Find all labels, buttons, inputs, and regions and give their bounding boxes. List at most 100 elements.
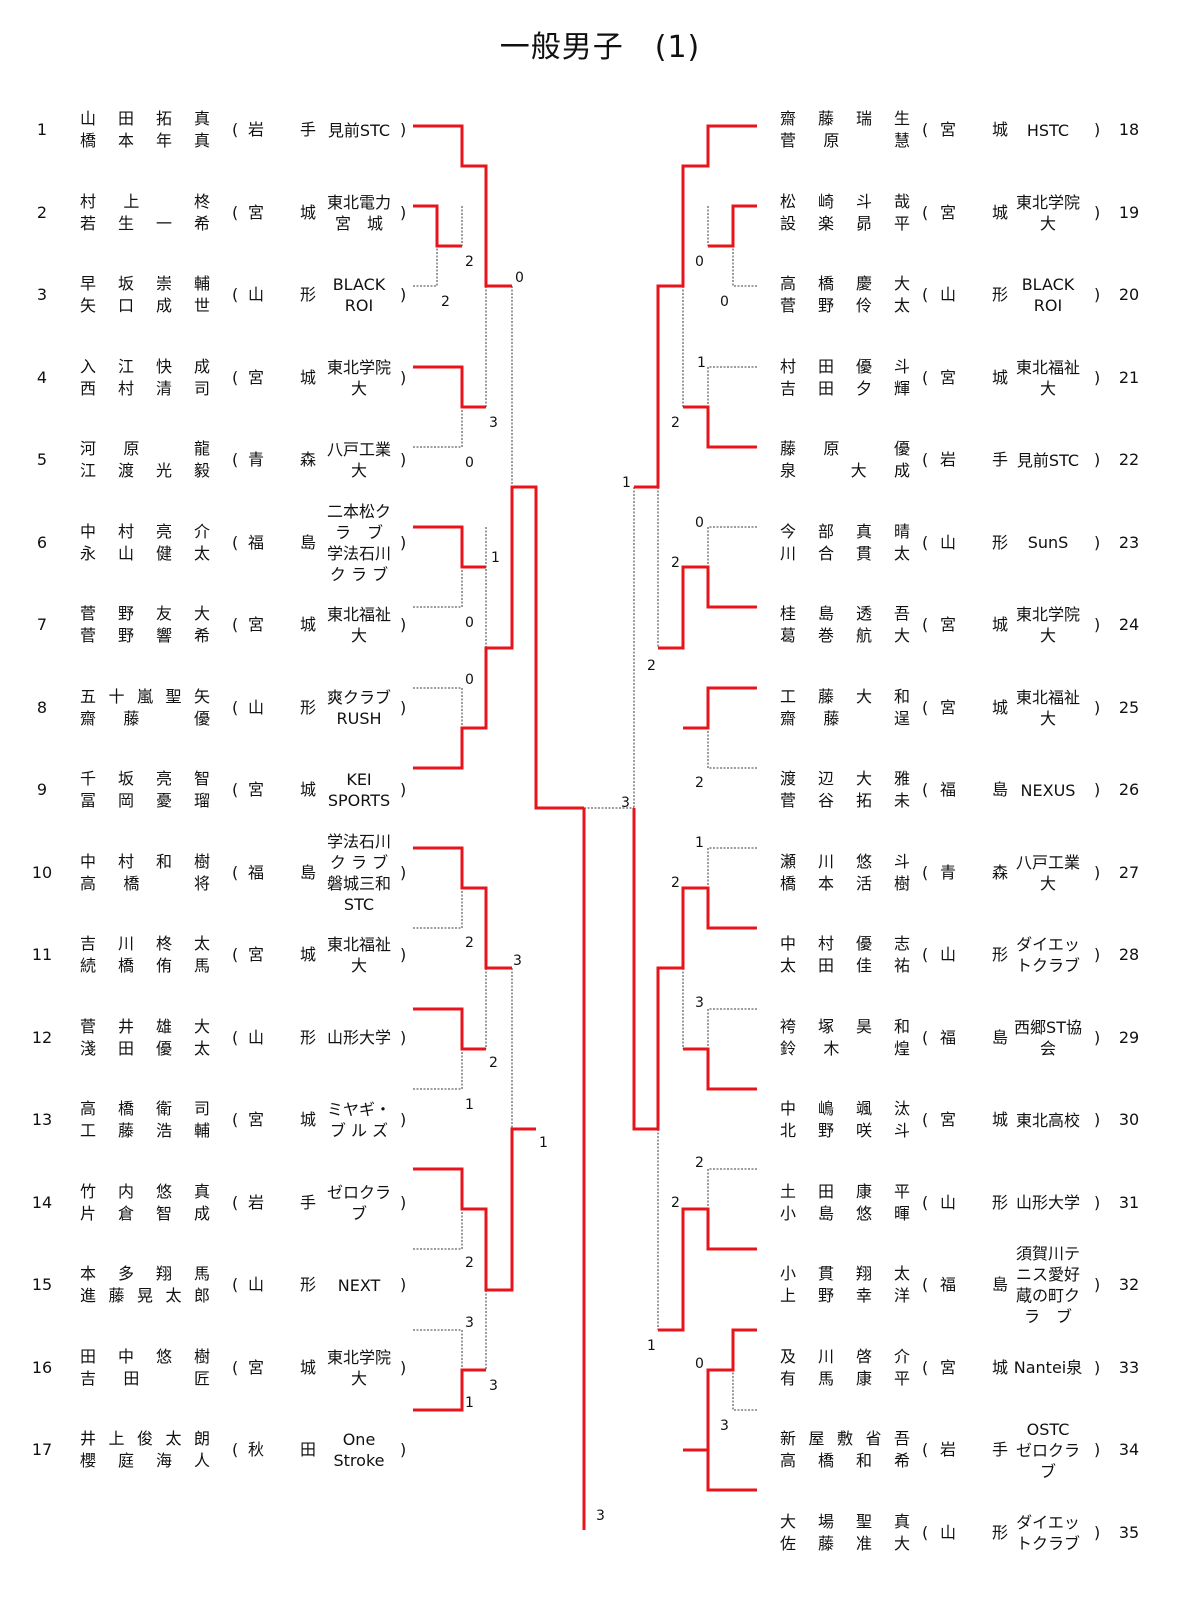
open-paren: ( xyxy=(232,1110,239,1129)
prefecture: 山形 xyxy=(940,1192,1008,1212)
loser-line xyxy=(732,1370,757,1411)
close-paren: ) xyxy=(1094,1522,1101,1542)
entry-number: 22 xyxy=(1118,450,1140,469)
player-name: 瀬川悠斗 xyxy=(780,851,910,871)
club-name-line: 大 xyxy=(350,461,367,480)
club-name: HSTC xyxy=(1000,120,1096,141)
club-name-line: 東北高校 xyxy=(1015,1110,1080,1130)
prefecture: 宮城 xyxy=(940,1357,1008,1377)
open-paren: ( xyxy=(922,1275,929,1294)
club-name-line: Nantei泉 xyxy=(1013,1358,1083,1377)
close-paren: ) xyxy=(400,1110,407,1129)
entry-number: 10 xyxy=(31,862,53,882)
close-paren: ) xyxy=(400,862,407,882)
player-name: 上野幸洋 xyxy=(780,1286,910,1305)
club-name: 東北電力宮 城 xyxy=(311,192,407,234)
close-paren: ) xyxy=(400,780,407,799)
prefecture: 山形 xyxy=(940,285,1008,304)
prefecture: 福島 xyxy=(248,862,316,882)
club-name-line: 東北福祉 xyxy=(326,935,391,954)
score-label: 0 xyxy=(465,455,474,471)
club-name-line: 東北電力 xyxy=(326,192,391,212)
score-label: 1 xyxy=(622,475,631,491)
open-paren: ( xyxy=(922,1357,929,1377)
prefecture: 宮城 xyxy=(248,1110,316,1129)
club-name: ダイエットクラブ xyxy=(1000,934,1096,976)
prefecture: 岩手 xyxy=(248,1192,316,1212)
club-name-line: 大 xyxy=(1039,626,1056,645)
close-paren: ) xyxy=(1094,1192,1101,1212)
loser-line xyxy=(707,847,757,888)
club-name: SunS xyxy=(1000,532,1096,553)
score-label: 1 xyxy=(491,550,500,566)
prefecture: 岩手 xyxy=(940,450,1008,469)
entry-number: 35 xyxy=(1118,1522,1140,1542)
prefecture: 山形 xyxy=(248,285,316,304)
entry-number: 3 xyxy=(36,285,48,304)
loser-line xyxy=(707,1008,757,1049)
winner-line xyxy=(708,204,757,248)
player-name: 吉川柊太 xyxy=(80,934,210,953)
club-name-line: 山形大学 xyxy=(1015,1193,1080,1212)
prefecture: 山形 xyxy=(248,697,316,717)
club-name-line: One xyxy=(342,1430,376,1449)
open-paren: ( xyxy=(232,1357,239,1377)
open-paren: ( xyxy=(922,120,929,139)
player-name: 齋藤優 xyxy=(80,708,210,728)
prefecture: 宮城 xyxy=(940,697,1008,717)
score-label: 2 xyxy=(671,1195,680,1211)
close-paren: ) xyxy=(1094,1275,1101,1294)
winner-line xyxy=(683,686,757,730)
player-name: 冨岡憂瑠 xyxy=(80,791,210,810)
club-name-line: 学法石川 xyxy=(326,831,391,851)
prefecture: 宮城 xyxy=(248,202,316,222)
club-name: 山形大学 xyxy=(311,1027,407,1048)
club-name: 東北福祉大 xyxy=(1000,357,1096,399)
player-name: 中嶋颯汰 xyxy=(780,1099,910,1118)
close-paren: ) xyxy=(1094,367,1101,387)
entry-number: 34 xyxy=(1118,1440,1140,1459)
loser-line xyxy=(413,1209,463,1250)
entry-number: 17 xyxy=(31,1440,53,1459)
club-name: ゼロクラブ xyxy=(311,1182,407,1224)
entry-number: 30 xyxy=(1118,1110,1140,1129)
entry-number: 32 xyxy=(1118,1275,1140,1294)
entry-number: 28 xyxy=(1118,945,1140,964)
player-name: 桂島透吾 xyxy=(780,604,910,623)
prefecture: 宮城 xyxy=(940,202,1008,222)
player-name: 永山健太 xyxy=(80,543,210,563)
prefecture: 福島 xyxy=(940,1027,1008,1047)
player-name: 五十嵐聖矢 xyxy=(80,686,210,706)
club-name-line: KEI xyxy=(346,770,372,789)
club-name-line: トクラブ xyxy=(1015,956,1080,975)
prefecture: 山形 xyxy=(940,1522,1008,1542)
player-name: 高橋慶大 xyxy=(780,274,910,293)
loser-line xyxy=(707,1168,757,1209)
score-label: 3 xyxy=(489,415,498,431)
score-label: 0 xyxy=(515,270,524,286)
close-paren: ) xyxy=(400,1357,407,1377)
score-label: 0 xyxy=(695,515,704,531)
prefecture: 青森 xyxy=(248,450,316,469)
player-name: 及川啓介 xyxy=(780,1346,910,1366)
score-label: 3 xyxy=(695,995,704,1011)
score-label: 3 xyxy=(489,1378,498,1394)
club-name-line: 東北福祉 xyxy=(326,605,391,624)
club-name-line: ROI xyxy=(1033,296,1063,315)
score-label: 2 xyxy=(465,1255,474,1271)
entry-number: 23 xyxy=(1118,532,1140,552)
club-name-line: ブ ル ズ xyxy=(329,1121,389,1140)
close-paren: ) xyxy=(400,1440,407,1459)
close-paren: ) xyxy=(1094,945,1101,964)
winner-line xyxy=(413,365,486,409)
club-name-line: 大 xyxy=(350,1368,367,1388)
score-label: 2 xyxy=(647,658,656,674)
club-name: 東北学院大 xyxy=(1000,604,1096,646)
player-name: 大場聖真 xyxy=(780,1511,910,1531)
score-label: 3 xyxy=(720,1418,729,1434)
entry-number: 33 xyxy=(1118,1357,1140,1377)
entry-number: 5 xyxy=(36,450,48,469)
club-name-line: 山形大学 xyxy=(326,1028,391,1047)
